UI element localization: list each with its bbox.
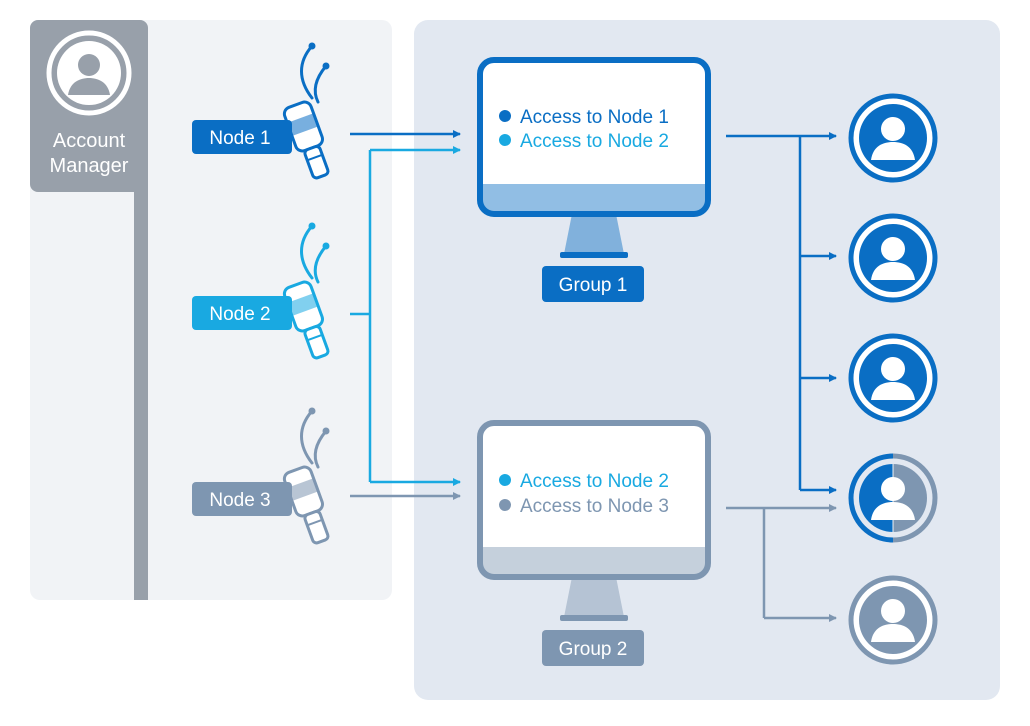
node-1-badge [192,120,292,154]
group-2-access-1-bullet [499,474,511,486]
user-avatar-1 [851,96,935,180]
node-2-badge [192,296,292,330]
group-2-badge [542,630,644,666]
group-2-label: Group 2 [559,639,628,660]
group-1-access-2: Access to Node 2 [520,131,669,152]
user-avatar-3 [851,336,935,420]
user-avatar-5 [851,578,935,662]
group-1-user-connectors [726,132,837,494]
account-manager-label-line2: Manager [50,155,129,177]
user-avatar-4-shared [848,453,938,543]
user-avatar-2 [851,216,935,300]
node-1-label: Node 1 [209,128,270,149]
node-2-label: Node 2 [209,304,270,325]
group-2-access-1: Access to Node 2 [520,471,669,492]
node-3-label: Node 3 [209,490,270,511]
group-1-access-1: Access to Node 1 [520,107,669,128]
account-manager-icon [46,30,132,116]
node-2-connector [350,146,461,486]
group-2-access-2-bullet [499,499,511,511]
group-2-user-connectors [726,504,837,622]
group-1-access-2-bullet [499,134,511,146]
group-1-access-1-bullet [499,110,511,122]
group-1-label: Group 1 [559,275,628,296]
node-3-badge [192,482,292,516]
account-manager-bar [134,150,148,600]
group-2-access-2: Access to Node 3 [520,496,669,517]
account-manager-label-line1: Account [53,130,126,152]
group-1-badge [542,266,644,302]
